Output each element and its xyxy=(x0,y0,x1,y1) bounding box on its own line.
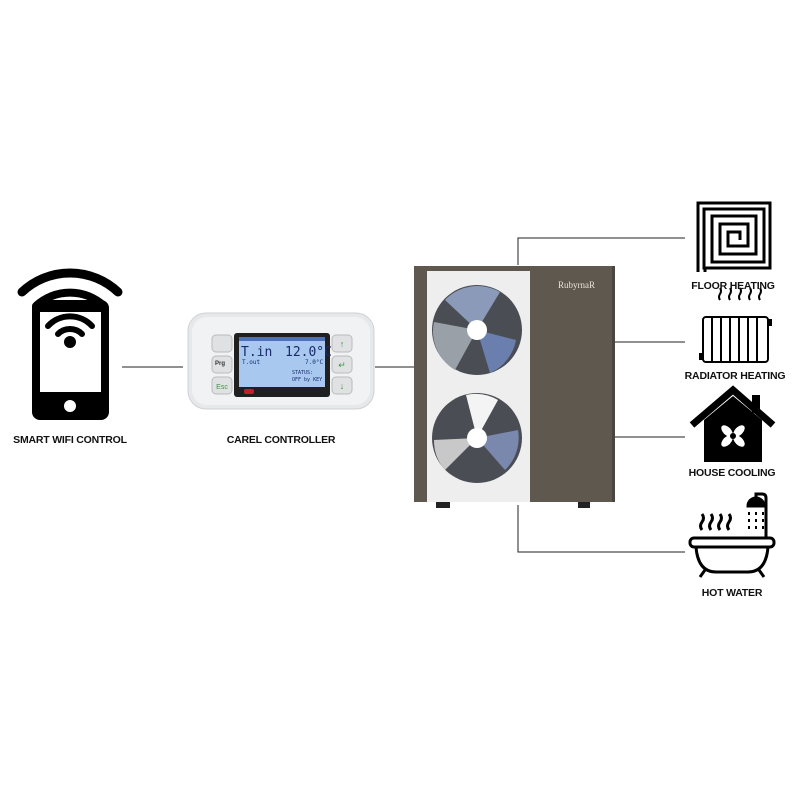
floor-heating-icon xyxy=(696,201,772,272)
carel-controller: ↑ ↵ ↓ Esc xyxy=(187,312,375,410)
hot-water-bath-icon xyxy=(688,492,776,578)
lcd-status-value: OFF by KEY xyxy=(292,377,323,383)
lcd-main-label: T.in xyxy=(241,345,273,360)
brand-logo: RubyrnaR xyxy=(558,280,595,290)
svg-text:↓: ↓ xyxy=(340,381,345,391)
prg-button[interactable] xyxy=(211,355,233,374)
radiator-heating-label: RADIATOR HEATING xyxy=(684,370,786,382)
lcd-sub-label: T.out xyxy=(242,359,261,366)
carel-controller-label: CAREL CONTROLLER xyxy=(226,434,336,446)
svg-text:Esc: Esc xyxy=(216,384,228,391)
enter-button[interactable] xyxy=(331,355,353,374)
house-cooling-label: HOUSE COOLING xyxy=(688,467,776,479)
connector-lines xyxy=(122,237,685,553)
lcd-sub-value: 7.0°C xyxy=(305,359,324,366)
radiator-icon xyxy=(699,287,772,363)
prg-label: Prg xyxy=(215,361,226,367)
svg-text:↑: ↑ xyxy=(340,339,345,349)
house-cooling-icon xyxy=(689,385,776,462)
up-button[interactable] xyxy=(331,334,353,353)
esc-button[interactable] xyxy=(211,376,233,395)
floor-line xyxy=(517,237,685,265)
hotwater-line xyxy=(517,505,685,553)
down-button[interactable] xyxy=(331,376,353,395)
lcd-main-value: 12.0°C xyxy=(285,345,332,360)
lcd-status: STATUS: xyxy=(292,370,314,376)
svg-text:↵: ↵ xyxy=(338,360,346,370)
floor-heating-label: FLOOR HEATING xyxy=(691,280,775,292)
alarm-button[interactable] xyxy=(211,334,233,353)
heat-pump-unit xyxy=(414,266,615,508)
smartphone-wifi-icon xyxy=(17,268,123,420)
lcd-screen xyxy=(239,337,325,387)
smart-wifi-label: SMART WIFI CONTROL xyxy=(13,434,127,446)
fan-bottom xyxy=(432,393,522,483)
fan-top xyxy=(432,285,522,375)
hot-water-label: HOT WATER xyxy=(701,587,763,599)
